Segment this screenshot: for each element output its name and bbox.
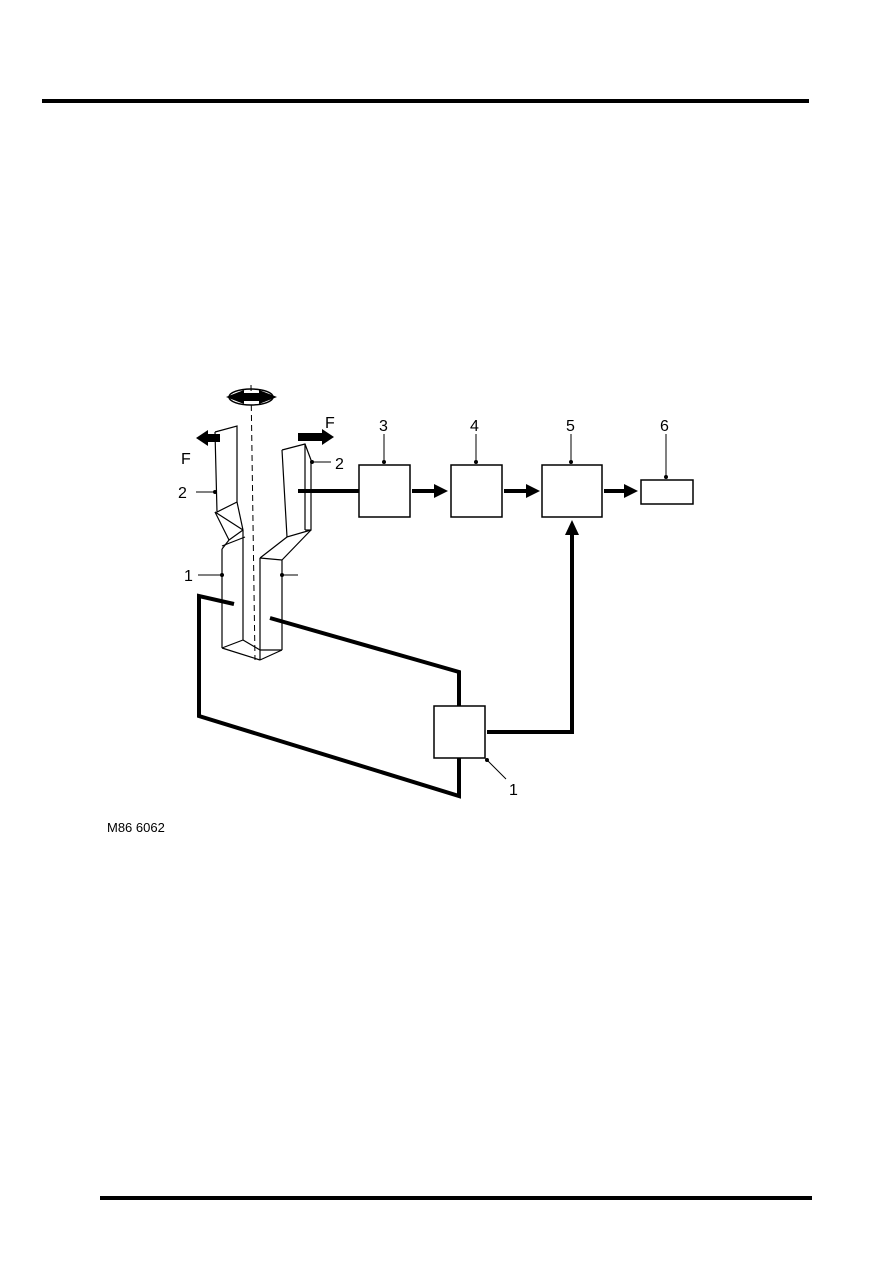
block-4 — [450, 464, 503, 518]
tuning-fork — [214, 425, 312, 661]
block-4-label: 4 — [470, 418, 479, 435]
arrow-5-to-6-icon — [604, 484, 638, 498]
coil-label-right: 2 — [335, 456, 344, 473]
block-5 — [541, 464, 603, 518]
block-6-label: 6 — [660, 418, 669, 435]
leader-lines — [196, 434, 668, 780]
arrow-4-to-5-icon — [504, 484, 540, 498]
force-label-right: F — [325, 415, 335, 432]
coil-label-left: 2 — [178, 485, 187, 502]
header-rule — [42, 99, 809, 103]
figure-id: M86 6062 — [107, 820, 165, 835]
force-label-left: F — [181, 451, 191, 468]
drive-unit-block — [433, 705, 486, 759]
force-arrow-right-icon — [298, 429, 334, 445]
block-5-label: 5 — [566, 418, 575, 435]
block-3 — [358, 464, 411, 518]
force-arrow-left-icon — [196, 430, 220, 446]
block-3-label: 3 — [379, 418, 388, 435]
drive-unit-label: 1 — [509, 782, 518, 799]
arrow-drive-to-5-icon — [487, 520, 579, 734]
block-6 — [640, 479, 694, 505]
arrow-3-to-4-icon — [412, 484, 448, 498]
rotation-axis — [250, 384, 256, 661]
drive-loop — [197, 593, 461, 799]
drive-label-left: 1 — [184, 568, 193, 585]
footer-rule — [100, 1196, 812, 1200]
